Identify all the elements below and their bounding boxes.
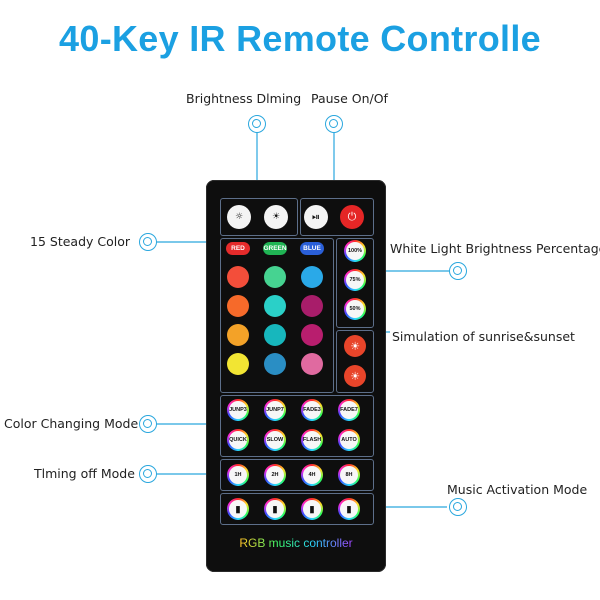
timer-8h-label: 8H bbox=[340, 466, 358, 484]
label-brightness-dimming: Brightness Dlming bbox=[186, 91, 302, 106]
remote-brand-text: RGB music controller bbox=[206, 536, 386, 550]
music-zone bbox=[220, 493, 374, 525]
label-sunrise-sunset: Simulation of sunrise&sunset bbox=[392, 329, 575, 344]
color-button[interactable] bbox=[227, 324, 249, 346]
brightness-down-button[interactable]: ☀ bbox=[264, 205, 288, 229]
timer-8h-button[interactable]: 8H bbox=[338, 464, 360, 486]
power-zone bbox=[300, 198, 374, 236]
power-button[interactable]: ⏻ bbox=[340, 205, 364, 229]
color-button[interactable] bbox=[264, 353, 286, 375]
remote-controller: ☼ ☀ ⏯ ⏻ RED GREEN BLUE 100% 75% 50% ☀ ☀ … bbox=[206, 180, 386, 572]
timer-1h-label: 1H bbox=[229, 466, 247, 484]
timer-4h-label: 4H bbox=[303, 466, 321, 484]
music-equalizer-icon: ▮ bbox=[340, 500, 358, 518]
play-pause-button[interactable]: ⏯ bbox=[304, 205, 328, 229]
red-button-label: RED bbox=[231, 245, 245, 252]
music-mode-button[interactable]: ▮ bbox=[264, 498, 286, 520]
music-mode-button[interactable]: ▮ bbox=[301, 498, 323, 520]
timer-4h-button[interactable]: 4H bbox=[301, 464, 323, 486]
color-button[interactable] bbox=[301, 324, 323, 346]
callout-marker-brightness bbox=[248, 115, 266, 133]
color-button[interactable] bbox=[301, 295, 323, 317]
callout-marker-music bbox=[449, 498, 467, 516]
sunrise-zone bbox=[336, 330, 374, 393]
label-steady-color: 15 Steady Color bbox=[30, 234, 131, 249]
green-button-label: GREEN bbox=[263, 245, 287, 252]
mode-button-jump7[interactable]: JUNP7 bbox=[264, 399, 286, 421]
mode-fade7-label: FADE7 bbox=[340, 401, 358, 419]
white-100-label: 100% bbox=[346, 242, 364, 260]
mode-jump7-label: JUNP7 bbox=[266, 401, 284, 419]
mode-button-flash[interactable]: FLASH bbox=[301, 429, 323, 451]
green-button[interactable]: GREEN bbox=[263, 242, 287, 255]
color-grid-zone bbox=[220, 238, 334, 393]
sunrise-button[interactable]: ☀ bbox=[344, 335, 366, 357]
mode-button-quick[interactable]: QUICK bbox=[227, 429, 249, 451]
mode-fade3-label: FADE3 bbox=[303, 401, 321, 419]
white-light-zone bbox=[336, 238, 374, 328]
white-75-label: 75% bbox=[346, 271, 364, 289]
callout-marker-steady bbox=[139, 233, 157, 251]
color-button[interactable] bbox=[264, 324, 286, 346]
callout-marker-timing bbox=[139, 465, 157, 483]
timer-1h-button[interactable]: 1H bbox=[227, 464, 249, 486]
label-color-changing-mode: Color Changing Mode bbox=[4, 416, 139, 431]
red-button[interactable]: RED bbox=[226, 242, 250, 255]
color-button[interactable] bbox=[227, 266, 249, 288]
sunset-icon: ☀ bbox=[350, 369, 360, 383]
white-75-button[interactable]: 75% bbox=[344, 269, 366, 291]
play-pause-icon: ⏯ bbox=[312, 211, 320, 223]
mode-button-fade7[interactable]: FADE7 bbox=[338, 399, 360, 421]
music-equalizer-icon: ▮ bbox=[303, 500, 321, 518]
mode-slow-label: SLOW bbox=[266, 431, 284, 449]
label-white-light-brightness: White Light Brightness Percentage bbox=[390, 241, 600, 256]
white-100-button[interactable]: 100% bbox=[344, 240, 366, 262]
label-music-activation-mode: Music Activation Mode bbox=[447, 482, 588, 497]
blue-button-label: BLUE bbox=[303, 245, 321, 252]
mode-button-slow[interactable]: SLOW bbox=[264, 429, 286, 451]
mode-button-jump3[interactable]: JUNP3 bbox=[227, 399, 249, 421]
timer-2h-button[interactable]: 2H bbox=[264, 464, 286, 486]
color-mode-zone bbox=[220, 395, 374, 457]
mode-button-fade3[interactable]: FADE3 bbox=[301, 399, 323, 421]
brightness-down-icon: ☀ bbox=[271, 212, 281, 222]
music-equalizer-icon: ▮ bbox=[229, 500, 247, 518]
color-button[interactable] bbox=[264, 295, 286, 317]
mode-quick-label: QUICK bbox=[229, 431, 247, 449]
mode-flash-label: FLASH bbox=[303, 431, 321, 449]
music-mode-button[interactable]: ▮ bbox=[338, 498, 360, 520]
callout-marker-color-change bbox=[139, 415, 157, 433]
callout-marker-white-light bbox=[449, 262, 467, 280]
mode-auto-label: AUTO bbox=[340, 431, 358, 449]
color-button[interactable] bbox=[264, 266, 286, 288]
sunset-button[interactable]: ☀ bbox=[344, 365, 366, 387]
brightness-up-icon: ☼ bbox=[234, 212, 244, 222]
mode-button-auto[interactable]: AUTO bbox=[338, 429, 360, 451]
timer-zone bbox=[220, 459, 374, 491]
power-icon: ⏻ bbox=[347, 210, 357, 223]
brightness-zone bbox=[220, 198, 298, 236]
color-button[interactable] bbox=[301, 266, 323, 288]
color-button[interactable] bbox=[227, 353, 249, 375]
white-50-button[interactable]: 50% bbox=[344, 298, 366, 320]
color-button[interactable] bbox=[227, 295, 249, 317]
blue-button[interactable]: BLUE bbox=[300, 242, 324, 255]
music-mode-button[interactable]: ▮ bbox=[227, 498, 249, 520]
sunrise-icon: ☀ bbox=[350, 339, 360, 353]
callout-marker-pause bbox=[325, 115, 343, 133]
music-equalizer-icon: ▮ bbox=[266, 500, 284, 518]
mode-jump3-label: JUNP3 bbox=[229, 401, 247, 419]
white-50-label: 50% bbox=[346, 300, 364, 318]
label-pause-on-off: Pause On/Of bbox=[311, 91, 388, 106]
label-timing-off-mode: Tlming off Mode bbox=[34, 466, 135, 481]
page-title: 40-Key IR Remote Controlle bbox=[59, 18, 541, 59]
color-button[interactable] bbox=[301, 353, 323, 375]
timer-2h-label: 2H bbox=[266, 466, 284, 484]
brightness-up-button[interactable]: ☼ bbox=[227, 205, 251, 229]
